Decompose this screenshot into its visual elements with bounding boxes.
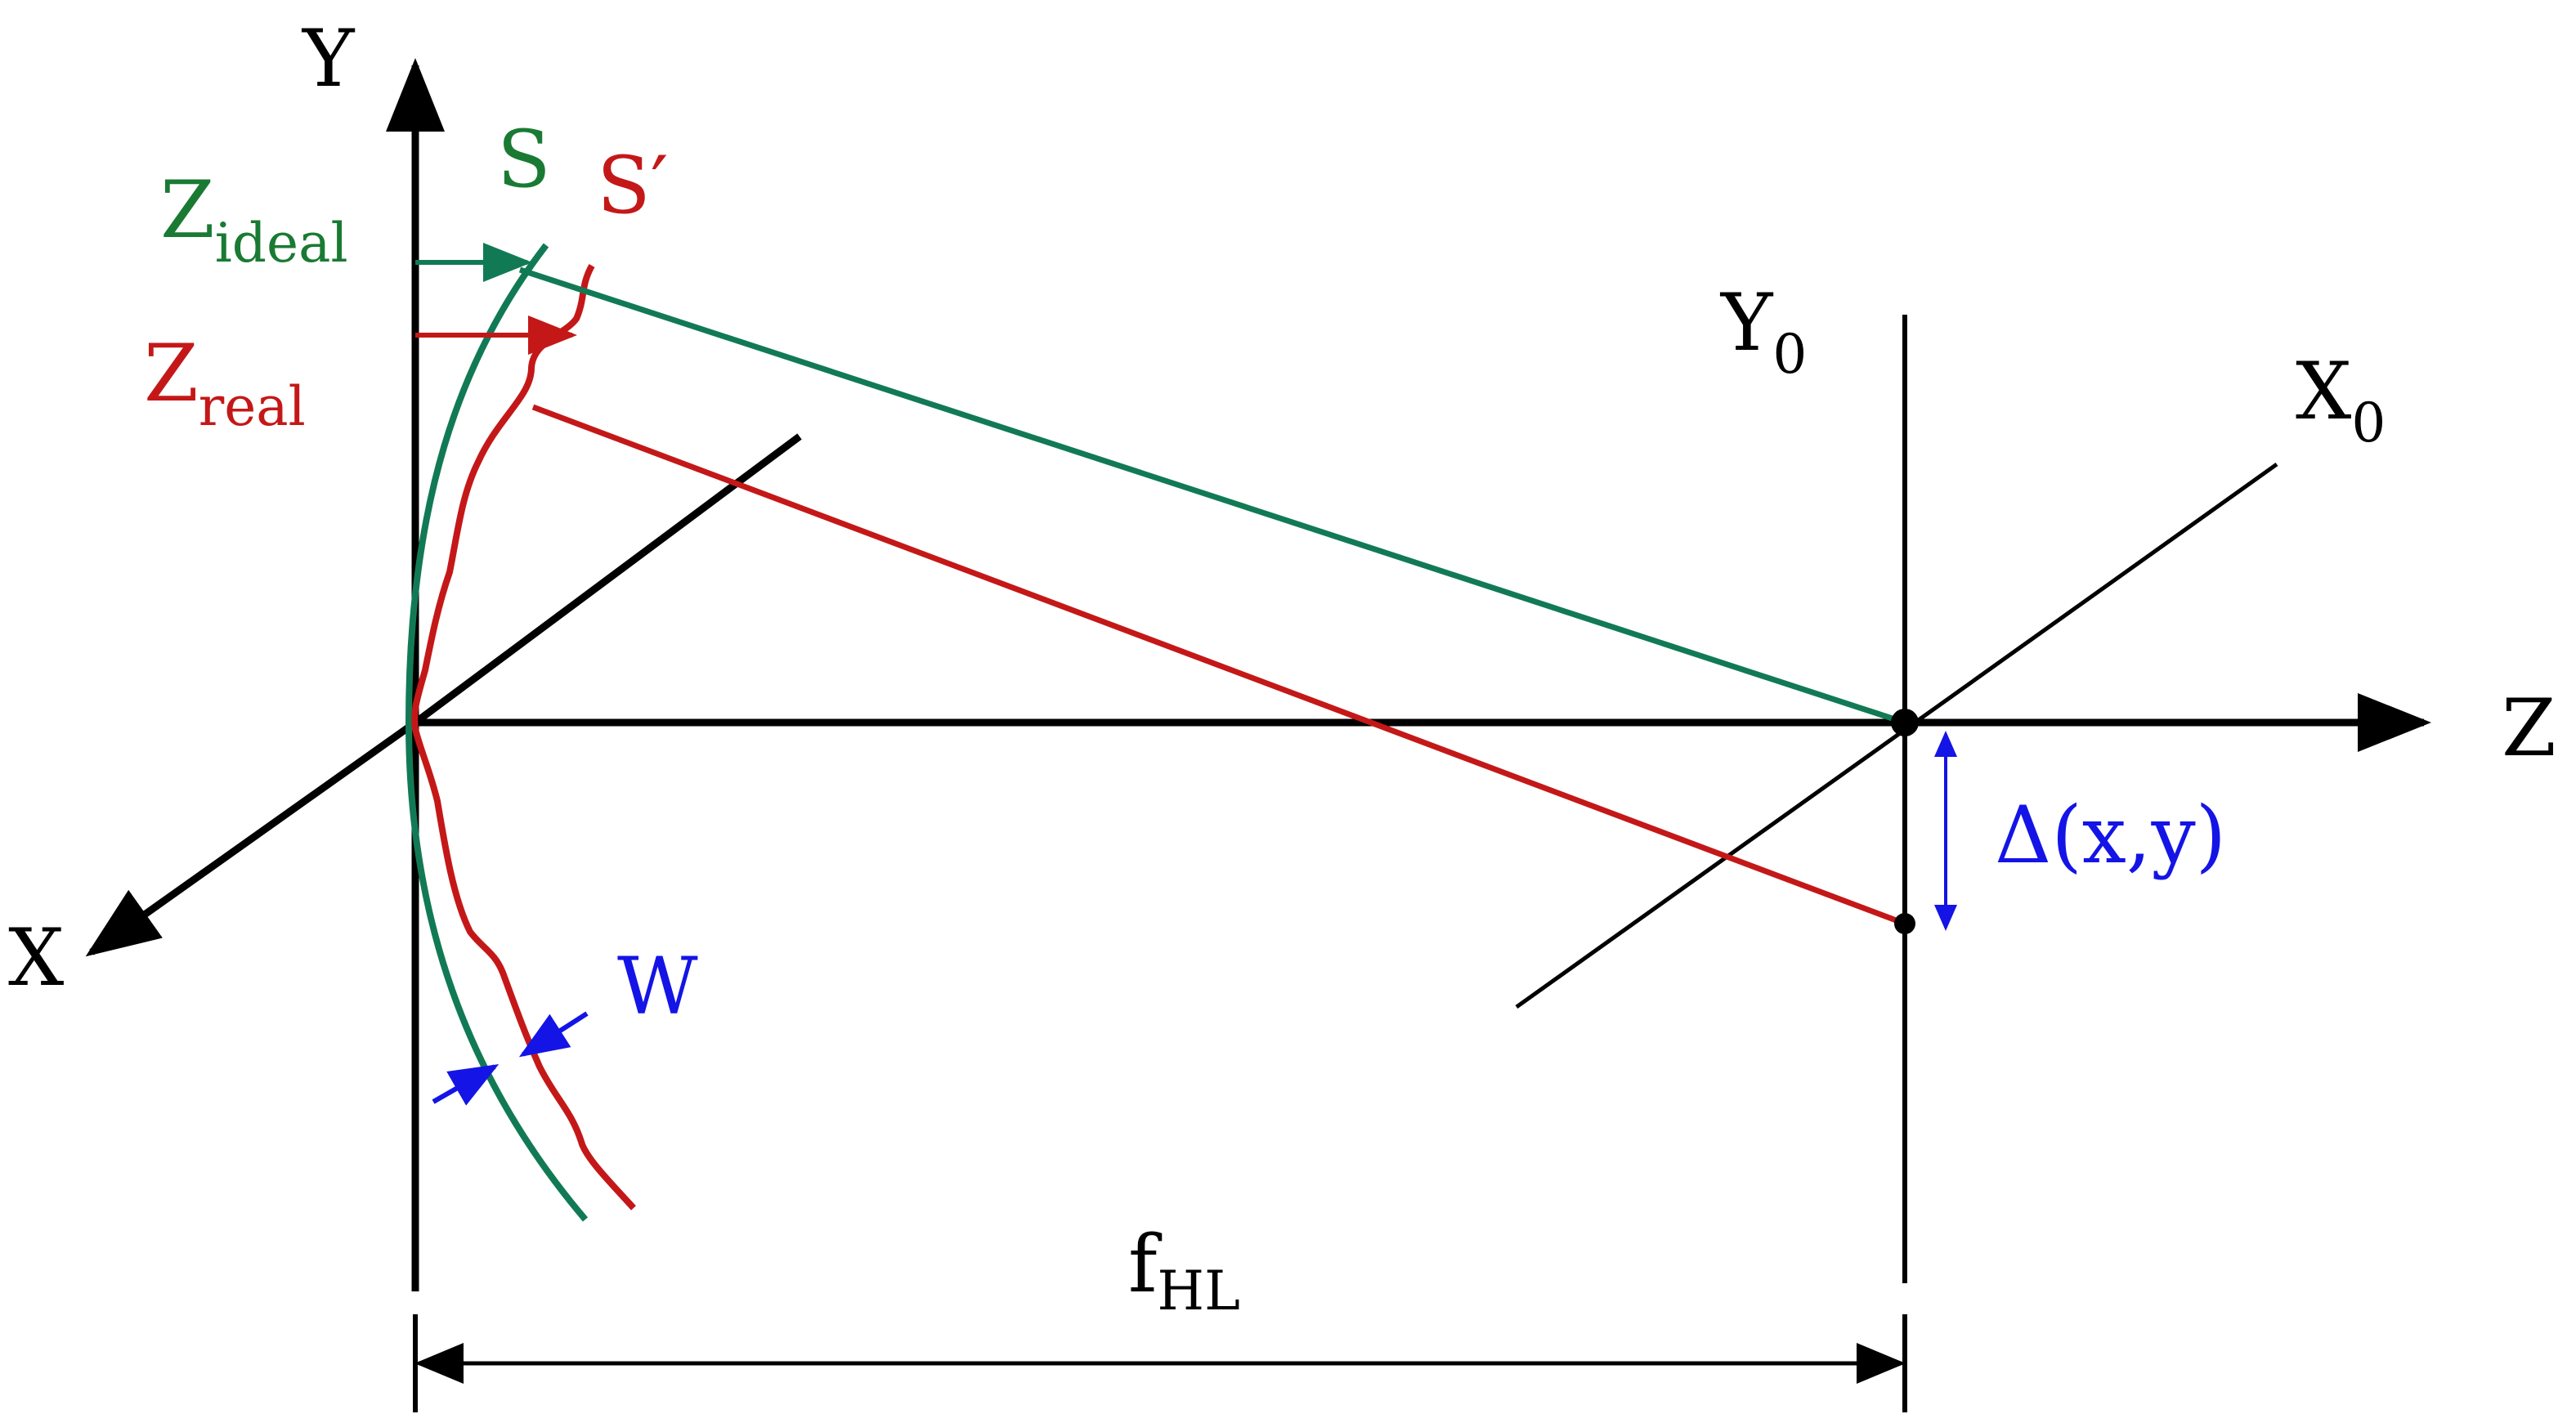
aberration-label: Δ(x,y) [1995, 790, 2226, 881]
focal-main: f [1128, 1219, 1163, 1310]
real-wavefront-label: S′ [597, 140, 669, 231]
real-focus-point [1894, 913, 1915, 934]
z-axis-label: Z [2502, 682, 2556, 774]
focal-subscript: HL [1158, 1260, 1240, 1322]
x0-main: X [2296, 346, 2351, 437]
z-real-subscript: real [199, 375, 306, 438]
w-lower-arrow [432, 1064, 500, 1106]
ideal-ray-line [518, 266, 1906, 726]
real-wavefront-curve [411, 264, 636, 1210]
ideal-focus-point [1891, 709, 1919, 736]
y-axis-label: Y [301, 13, 356, 105]
x0-subscript: 0 [2351, 392, 2386, 454]
x-axis-line [85, 719, 418, 957]
y0-axis-label: Y0 [1719, 277, 1807, 386]
x0-axis-line [1515, 462, 2278, 1009]
wavefront-error-label: W [617, 941, 698, 1032]
z-ideal-subscript: ideal [215, 212, 348, 275]
z-real-label: Zreal [144, 328, 306, 438]
real-ray-line [531, 404, 1906, 927]
x0-axis-label: X0 [2296, 346, 2386, 454]
y0-subscript: 0 [1772, 323, 1807, 386]
ideal-wavefront-label: S [497, 114, 551, 205]
x-axis-label: X [8, 912, 64, 1004]
ideal-wavefront-curve [405, 243, 589, 1222]
z-ideal-main: Z [160, 164, 215, 256]
z-real-main: Z [144, 328, 199, 419]
w-upper-arrow [518, 1011, 589, 1058]
z-ideal-label: Zideal [160, 164, 348, 275]
focal-length-label: fHL [1128, 1219, 1240, 1322]
y0-main: Y [1719, 277, 1774, 369]
